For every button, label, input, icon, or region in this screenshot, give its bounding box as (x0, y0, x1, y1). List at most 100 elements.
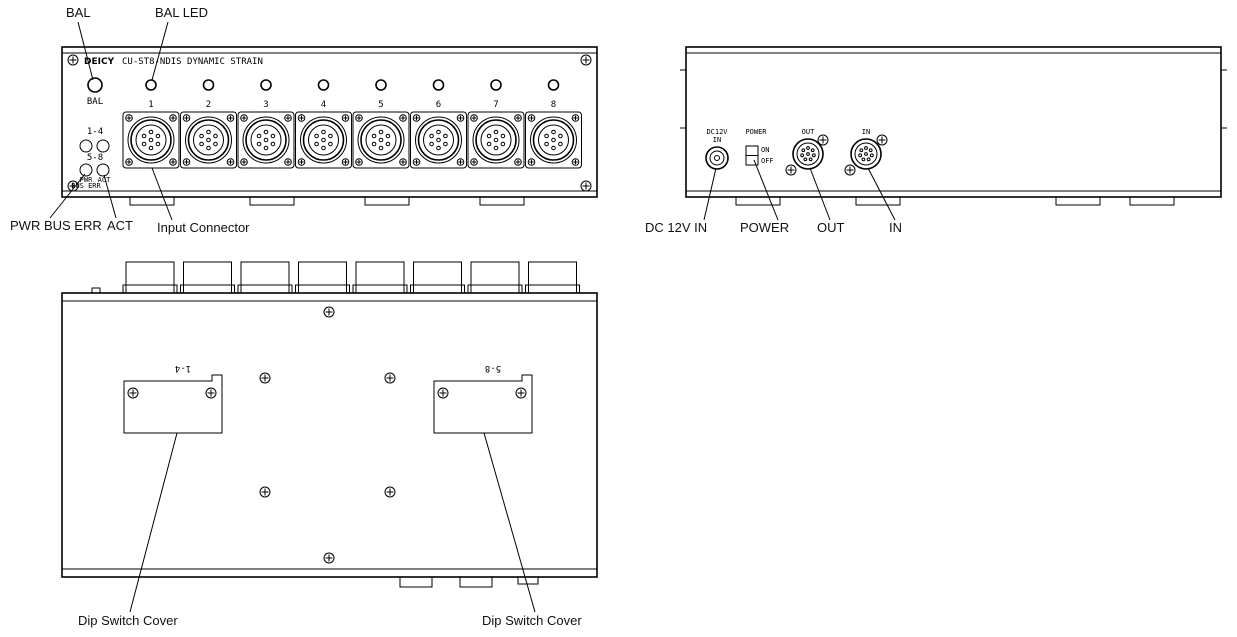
model-text: CU-ST8-NDIS DYNAMIC STRAIN (122, 57, 263, 67)
screw-icon (125, 114, 133, 122)
input-connector-6[interactable] (410, 111, 467, 169)
dip-switch-cover-left[interactable] (123, 374, 223, 434)
screw-icon (297, 158, 306, 166)
power-switch[interactable] (745, 145, 759, 166)
connector-flange (410, 284, 465, 294)
act-label: ACT (98, 176, 111, 184)
screw-icon (169, 158, 177, 166)
bottom-plate-outline (61, 292, 598, 578)
connector-protrusion (528, 261, 577, 294)
in-connector[interactable] (844, 134, 888, 176)
channel-number-2: 2 (206, 100, 211, 110)
in-label: IN (862, 128, 870, 136)
callout-dip-left: Dip Switch Cover (78, 613, 178, 628)
screw-icon (169, 114, 177, 122)
dc-label-2: IN (713, 136, 721, 144)
connector-protrusion (470, 261, 520, 294)
connector-flange (352, 284, 408, 294)
cover-left-label: 1-4 (175, 363, 191, 373)
screw-icon (323, 306, 335, 318)
screw-icon (259, 372, 271, 384)
screw-icon (399, 114, 407, 122)
screw-icon (527, 158, 536, 166)
out-connector[interactable] (785, 134, 829, 176)
connector-protrusion (355, 261, 405, 294)
dc-jack[interactable] (705, 146, 729, 170)
callout-pwr-bus-err: PWR BUS ERR (10, 218, 102, 233)
channel-number-3: 3 (263, 100, 268, 110)
screw-icon (844, 164, 856, 176)
screw-icon (412, 158, 421, 166)
channel-number-4: 4 (321, 100, 326, 110)
led-group-1-4-a (79, 139, 93, 153)
bal-led-2 (202, 79, 215, 91)
screw-icon (384, 372, 396, 384)
connector-flange (180, 284, 235, 294)
channel-number-1: 1 (148, 100, 153, 110)
bal-led-6 (432, 79, 445, 91)
callout-bal-led: BAL LED (155, 5, 208, 20)
screw-icon (67, 54, 79, 66)
screw-icon (580, 180, 592, 192)
input-connector-4[interactable] (295, 111, 352, 169)
screw-icon (412, 114, 421, 122)
input-connector-1[interactable] (122, 111, 180, 169)
screw-icon (226, 114, 235, 122)
group-5-8-label: 5-8 (87, 153, 103, 163)
connector-protrusion (298, 261, 347, 294)
screw-icon (323, 552, 335, 564)
screw-icon (297, 114, 306, 122)
channel-number-6: 6 (436, 100, 441, 110)
screw-icon (125, 158, 133, 166)
connector-protrusions (122, 261, 580, 294)
off-label: OFF (761, 157, 774, 165)
screw-icon (470, 158, 478, 166)
callout-power: POWER (740, 220, 789, 235)
screw-icon (226, 158, 235, 166)
on-label: ON (761, 146, 769, 154)
screw-icon (456, 114, 465, 122)
screw-icon (817, 134, 829, 146)
input-connector-2[interactable] (180, 111, 237, 169)
dip-switch-cover-right[interactable] (433, 374, 533, 434)
screw-icon (259, 486, 271, 498)
channel-number-7: 7 (493, 100, 498, 110)
bal-led-3 (260, 79, 272, 91)
screw-icon (341, 158, 350, 166)
input-connector-3[interactable] (237, 111, 295, 169)
screw-icon (785, 164, 797, 176)
screw-icon (384, 486, 396, 498)
callout-dip-right: Dip Switch Cover (482, 613, 582, 628)
callout-input-connector: Input Connector (157, 220, 250, 235)
bal-led-7 (490, 79, 502, 91)
input-connector-7[interactable] (467, 111, 525, 169)
bal-button[interactable] (87, 77, 103, 93)
input-connector-8[interactable] (525, 111, 582, 169)
connector-protrusion (183, 261, 232, 294)
pwr-label: PWR (80, 176, 93, 184)
cover-right-label: 5-8 (485, 363, 501, 373)
bal-led-8 (547, 79, 560, 91)
bal-led-4 (317, 79, 330, 91)
pwr-bus-err-led (79, 163, 93, 177)
screw-icon (399, 158, 407, 166)
connector-flange (467, 284, 523, 294)
screw-icon (580, 54, 592, 66)
front-callouts: BAL BAL LED PWR BUS ERR ACT Input Connec… (10, 5, 250, 235)
connector-flange (295, 284, 350, 294)
power-label: POWER (745, 128, 767, 136)
rear-panel-outline (685, 46, 1222, 198)
callout-out: OUT (817, 220, 845, 235)
connector-protrusion (125, 261, 175, 294)
callout-bal: BAL (66, 5, 91, 20)
bal-led-5 (375, 79, 387, 91)
screw-icon (341, 114, 350, 122)
input-connector-5[interactable] (352, 111, 410, 169)
bus-err-label: BUS ERR (71, 182, 101, 190)
led-group-1-4-b (96, 139, 110, 153)
screw-icon (182, 158, 191, 166)
bottom-view: 1-4 5-8 (61, 261, 598, 588)
bal-led-1 (145, 79, 157, 91)
